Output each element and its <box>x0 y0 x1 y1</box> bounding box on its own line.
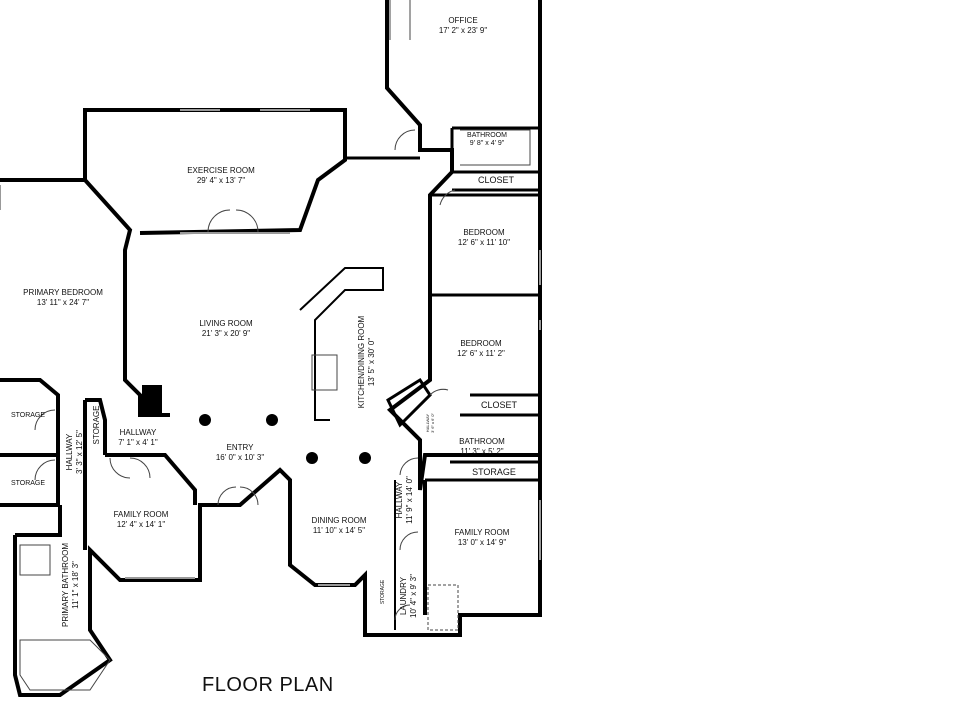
room-storage-vertical: STORAGE <box>92 405 101 445</box>
room-storage-right: STORAGE <box>472 467 516 477</box>
room-closet-1: CLOSET <box>477 175 515 185</box>
room-closet-2: CLOSET <box>480 400 518 410</box>
room-storage-left-1: STORAGE <box>10 412 46 419</box>
room-storage-small: STORAGE <box>380 579 386 605</box>
room-storage-left-2: STORAGE <box>10 480 46 487</box>
plan-title: FLOOR PLAN <box>202 674 334 696</box>
